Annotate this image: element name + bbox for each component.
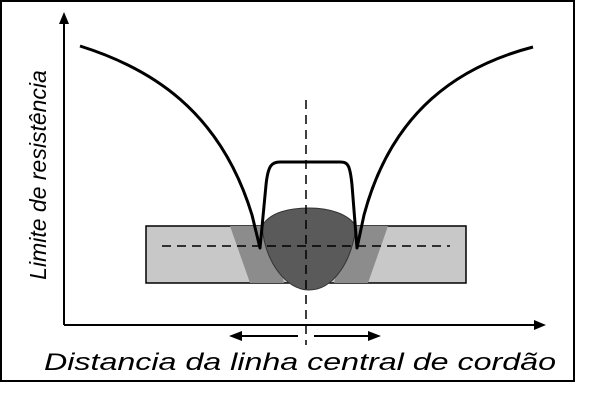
y-axis-arrowhead	[59, 12, 69, 24]
arrow-right-icon	[368, 331, 381, 341]
x-axis-label: Distancia da linha central de cordão	[44, 349, 556, 376]
x-axis-arrowhead	[534, 320, 546, 330]
weld-bead	[261, 207, 357, 291]
arrow-left-icon	[229, 331, 242, 341]
y-axis-label: Limite de resistência	[25, 70, 51, 280]
strength-curve	[79, 44, 534, 250]
figure-frame	[0, 0, 575, 382]
